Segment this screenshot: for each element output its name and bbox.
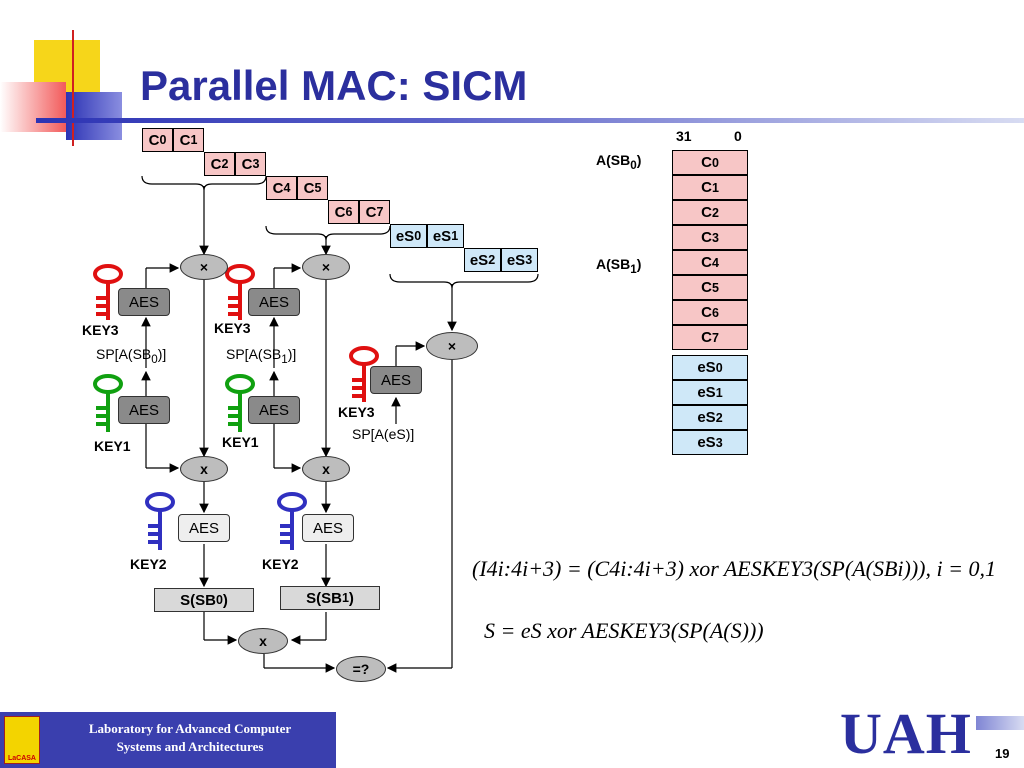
footer-text: Laboratory for Advanced Computer Systems… xyxy=(50,720,330,756)
key3-label-1: KEY3 xyxy=(82,322,119,338)
footer-line-2: Systems and Architectures xyxy=(116,739,264,754)
decor-line-horizontal xyxy=(36,118,1024,123)
decor-square-red xyxy=(0,82,66,132)
key3-label-3: KEY3 xyxy=(338,404,375,420)
aes-box-key3-2: AES xyxy=(248,288,300,316)
key2-icon-1 xyxy=(145,492,175,550)
key2-label-1: KEY2 xyxy=(130,556,167,572)
key1-icon-2 xyxy=(225,374,255,432)
aes-box-key1-2: AES xyxy=(248,396,300,424)
key1-label-2: KEY1 xyxy=(222,434,259,450)
compare-node: =? xyxy=(336,656,386,682)
multiply-node-2: × xyxy=(302,254,350,280)
xor-node-3: x xyxy=(238,628,288,654)
key3-icon-2 xyxy=(225,264,255,320)
bit-low-label: 0 xyxy=(734,128,742,144)
key1-icon-1 xyxy=(93,374,123,432)
xor-node-1: x xyxy=(180,456,228,482)
lacasa-logo-text: LaCASA xyxy=(7,755,36,762)
address-sb1-label: A(SB1) xyxy=(596,256,642,276)
aes-box-key2-2: AES xyxy=(302,514,354,542)
diagram-connections xyxy=(93,175,539,673)
key3-icon-3 xyxy=(349,346,379,402)
sp-label-sb1: SP[A(SB1)] xyxy=(226,346,297,366)
decor-line-vertical xyxy=(72,30,74,146)
key3-label-2: KEY3 xyxy=(214,320,251,336)
key1-label-1: KEY1 xyxy=(94,438,131,454)
uah-underline xyxy=(976,716,1024,730)
uah-logo: UAH xyxy=(840,701,972,766)
address-sb0-label: A(SB0) xyxy=(596,152,642,172)
key3-icon-1 xyxy=(93,264,123,320)
aes-box-key1-1: AES xyxy=(118,396,170,424)
bit-high-label: 31 xyxy=(676,128,692,144)
xor-node-2: x xyxy=(302,456,350,482)
multiply-node-3: × xyxy=(426,332,478,360)
key2-icon-2 xyxy=(277,492,307,550)
footer-banner: LaCASA Laboratory for Advanced Computer … xyxy=(0,712,336,768)
page-title: Parallel MAC: SICM xyxy=(140,62,528,109)
aes-box-key3-1: AES xyxy=(118,288,170,316)
aes-box-key2-1: AES xyxy=(178,514,230,542)
multiply-node-1: × xyxy=(180,254,228,280)
sp-label-es: SP[A(eS)] xyxy=(352,426,415,442)
aes-box-key3-3: AES xyxy=(370,366,422,394)
lacasa-logo: LaCASA xyxy=(4,716,40,764)
sp-label-sb0: SP[A(SB0)] xyxy=(96,346,167,366)
equation-1: (I4i:4i+3) = (C4i:4i+3) xor AESKEY3(SP(A… xyxy=(472,556,996,581)
equation-2: S = eS xor AESKEY3(SP(A(S))) xyxy=(484,618,764,643)
footer-line-1: Laboratory for Advanced Computer xyxy=(88,721,292,736)
page-number: 19 xyxy=(995,746,1010,761)
key2-label-2: KEY2 xyxy=(262,556,299,572)
decor-square-blue xyxy=(66,92,122,140)
